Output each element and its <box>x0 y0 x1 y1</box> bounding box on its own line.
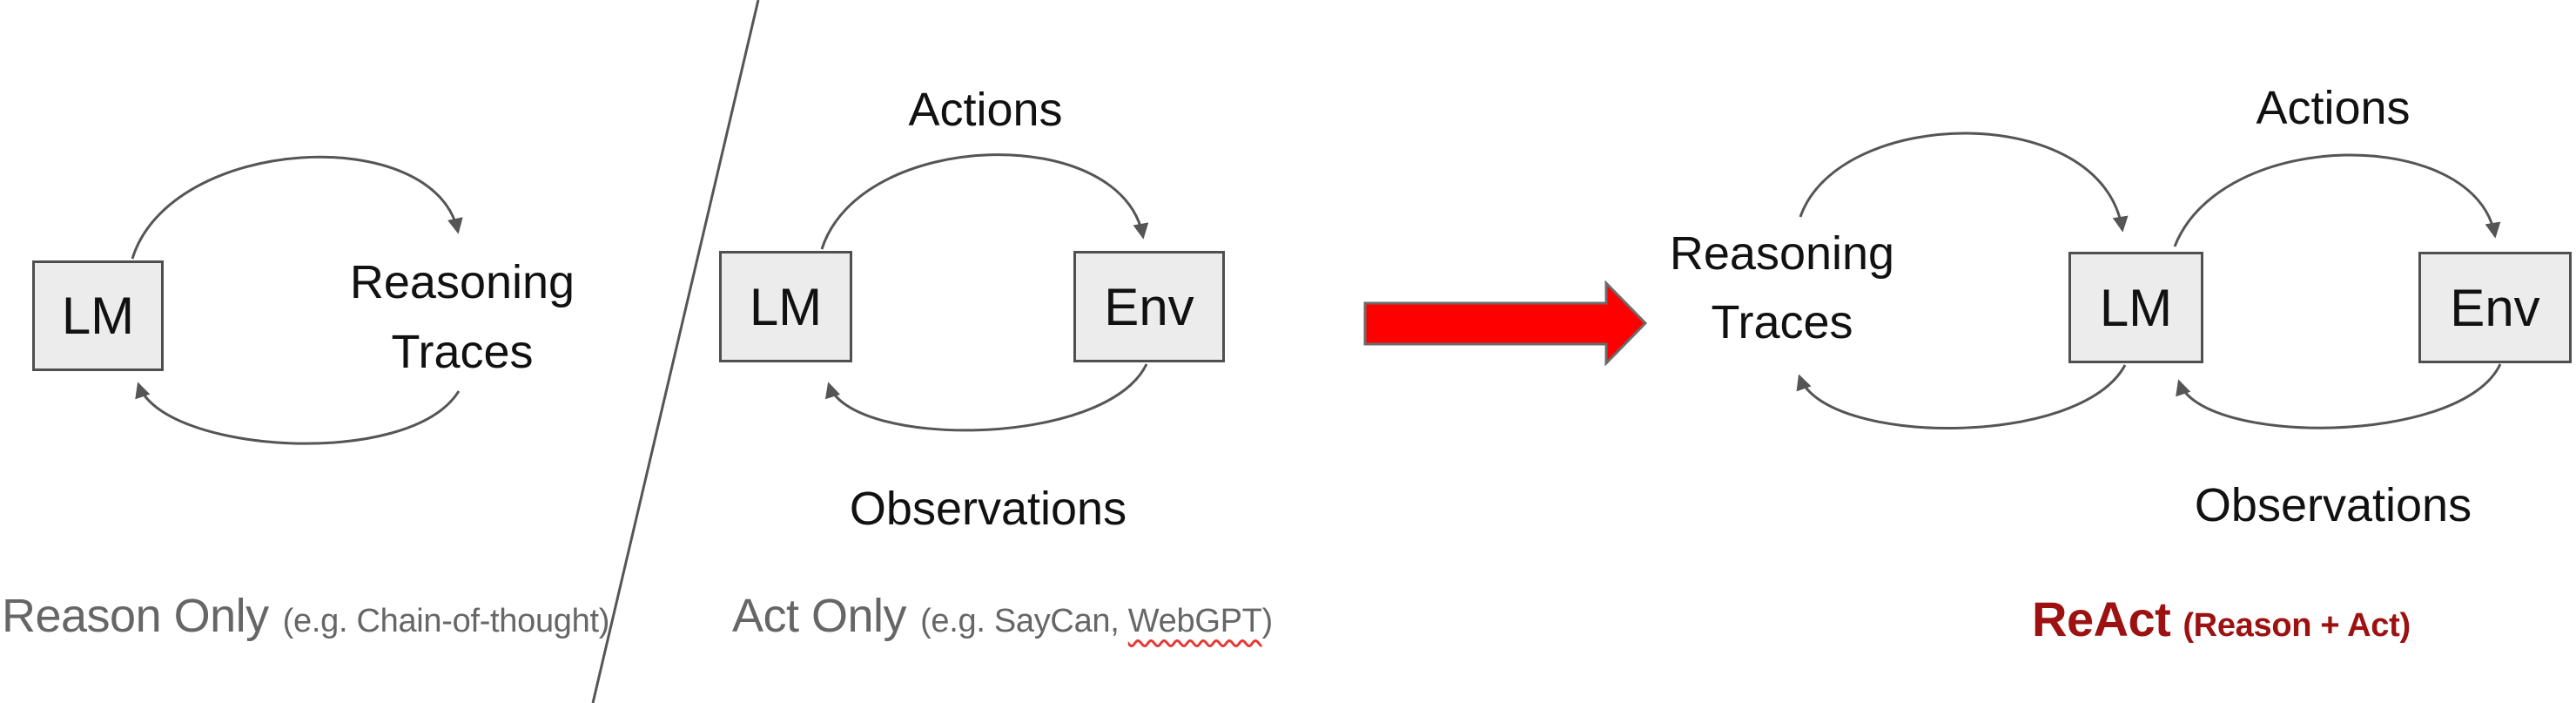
act-only-caption: Act Only (e.g. SayCan, WebGPT) <box>732 589 1273 643</box>
env-box-label: Env <box>1104 277 1194 336</box>
webgpt-misspelling-squiggle: WebGPT <box>1127 603 1262 639</box>
traces-line: Traces <box>1711 296 1853 348</box>
react-reason-loop-bottom-arc <box>1796 364 2127 430</box>
caption-title: Act Only <box>732 590 907 642</box>
traces-line: Traces <box>391 326 534 378</box>
caption-note: (Reason + Act) <box>2183 607 2411 644</box>
react-caption: ReAct (Reason + Act) <box>2032 591 2411 647</box>
env-box: Env <box>2418 252 2572 363</box>
lm-box-label: LM <box>749 277 823 336</box>
react-reason-loop-top-arc <box>1799 132 2129 233</box>
observations-label: Observations <box>849 483 1127 535</box>
actions-label: Actions <box>908 84 1063 136</box>
act-loop-top-arc <box>820 153 1149 250</box>
env-box: Env <box>1073 251 1225 362</box>
reason-only-caption: Reason Only (e.g. Chain-of-thought) <box>2 589 609 643</box>
caption-note-suffix: ) <box>1261 603 1274 639</box>
lm-box: LM <box>2068 252 2203 363</box>
reason-loop-top-arc <box>131 155 463 260</box>
lm-box: LM <box>32 260 164 371</box>
reasoning-traces-label: Reasoning Traces <box>1586 220 1978 357</box>
act-loop-bottom-arc <box>825 363 1148 432</box>
lm-box-label: LM <box>61 287 135 345</box>
reasoning-line: Reasoning <box>349 256 575 308</box>
transform-arrow <box>1363 280 1648 367</box>
caption-title: ReAct <box>2032 591 2171 646</box>
caption-note-prefix: (e.g. SayCan, <box>920 603 1128 639</box>
reasoning-line: Reasoning <box>1669 227 1895 280</box>
caption-note: (e.g. SayCan, WebGPT) <box>920 603 1273 640</box>
lm-box-label: LM <box>2099 278 2173 337</box>
caption-title: Reason Only <box>2 590 269 642</box>
actions-label: Actions <box>2256 82 2411 134</box>
divider-line <box>591 0 760 703</box>
reason-loop-bottom-arc <box>135 382 461 445</box>
react-act-loop-bottom-arc <box>2176 363 2502 429</box>
caption-note: (e.g. Chain-of-thought) <box>282 603 610 639</box>
reasoning-traces-label: Reasoning Traces <box>266 247 658 387</box>
observations-label: Observations <box>2194 479 2472 531</box>
lm-box: LM <box>719 251 852 362</box>
env-box-label: Env <box>2450 278 2540 337</box>
react-act-loop-top-arc <box>2173 153 2501 247</box>
